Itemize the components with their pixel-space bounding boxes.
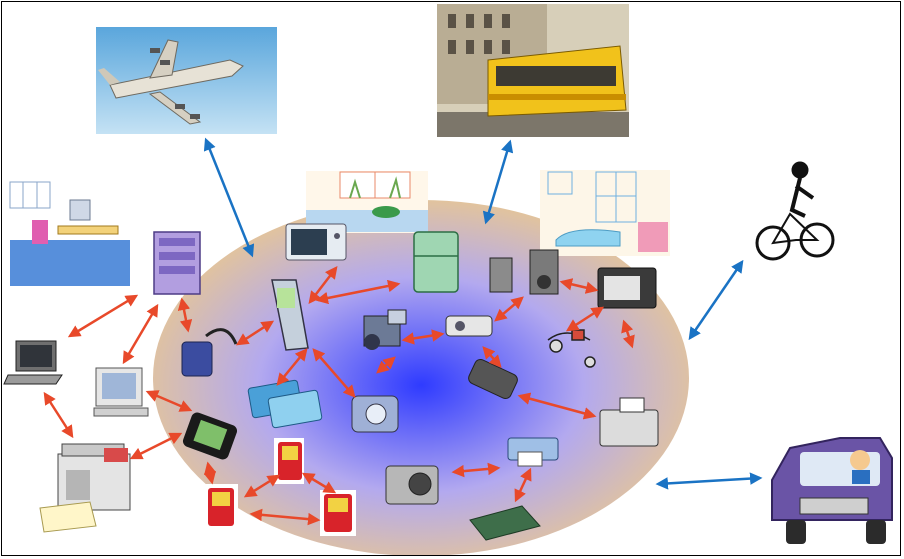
printer-icon [507,437,559,467]
internal-link-arrow-21 [514,467,532,503]
internal-link-arrow-18 [376,356,396,374]
external-link-arrow-3 [688,259,744,341]
smart-cards-icon [247,379,323,429]
bathroom-scene-icon [540,170,670,256]
internal-link-arrow-24 [249,508,321,526]
internal-link-arrow-23 [243,474,281,498]
fax-machine-icon [599,397,659,447]
speakers-icon [489,249,559,295]
internal-link-arrow-12 [401,329,445,345]
internal-link-arrow-5 [145,390,193,412]
internal-link-arrow-14 [559,278,599,294]
internal-link-arrow-16 [621,319,635,349]
internal-link-arrow-13 [494,296,524,322]
microwave-icon [285,223,347,261]
blood-pressure-monitor-icon [181,328,238,377]
internal-link-arrow-2 [122,303,159,365]
internal-link-arrow-6 [129,432,183,460]
internal-link-arrow-25 [301,472,337,494]
headset-icon [547,329,596,368]
flip-phone-icon [271,279,309,351]
office-room-icon [8,180,132,286]
external-link-arrow-2 [482,139,514,225]
digital-camera-icon [385,465,439,505]
handheld-game-icon [320,490,356,536]
internal-link-arrow-9 [315,279,401,305]
internal-link-arrow-10 [276,348,308,386]
webcam-icon [351,395,399,433]
external-link-arrows [203,137,763,490]
internal-link-arrow-19 [517,392,597,420]
photocopier-icon [39,443,131,533]
handheld-game-icon [204,484,238,530]
handheld-game-icon [274,438,304,484]
internal-link-arrow-20 [451,462,501,478]
car-with-driver-icon [771,437,893,544]
pda-icon [182,412,238,460]
camcorder-icon [363,309,407,350]
internal-link-arrow-4 [43,391,74,439]
tram-photo-icon [437,4,629,137]
laptop-icon [3,340,63,385]
internal-link-arrows [43,266,635,526]
cyclist-icon [755,161,835,261]
external-link-arrow-1 [203,137,255,258]
internal-link-arrow-1 [67,294,139,338]
flatbed-scanner-icon [469,505,541,541]
internal-link-arrow-22 [203,461,217,485]
internal-link-arrow-7 [235,320,275,346]
server-tower-icon [153,231,201,295]
internal-link-arrow-17 [482,346,502,368]
oven-icon [597,267,657,309]
internal-link-arrow-15 [565,306,605,332]
desktop-computer-icon [93,367,149,417]
airplane-photo-icon [96,27,277,134]
projector-icon [445,315,493,337]
external-link-arrow-4 [655,472,763,490]
refrigerator-icon [413,231,459,293]
internal-link-arrow-11 [312,348,356,398]
internal-link-arrow-3 [177,297,193,333]
